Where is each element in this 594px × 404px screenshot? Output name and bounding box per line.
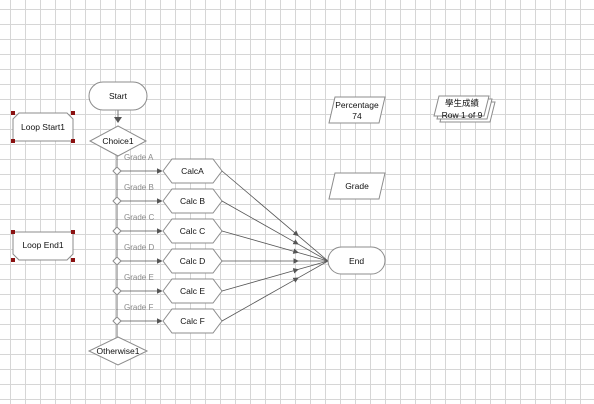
selection-handle[interactable]: [11, 258, 15, 262]
calc-node[interactable]: Calc E: [162, 278, 223, 304]
fan-in-line-tail: [298, 260, 329, 279]
branch-diamond[interactable]: [112, 286, 122, 296]
start-shape[interactable]: [88, 81, 148, 111]
branch-row[interactable]: Grade F Calc F: [112, 303, 223, 334]
calc-node[interactable]: Calc D: [162, 248, 223, 274]
fan-in-connector: [221, 170, 329, 262]
selection-handle[interactable]: [11, 111, 15, 115]
calc-label: Calc C: [180, 226, 206, 236]
start-node[interactable]: Start: [88, 81, 148, 111]
choice-node[interactable]: Choice1: [88, 125, 148, 157]
fan-in-line-tail: [298, 235, 329, 262]
loop-start-label: Loop Start1: [21, 122, 65, 132]
loop-end-label: Loop End1: [22, 240, 63, 250]
calc-node[interactable]: CalcA: [162, 158, 223, 184]
calc-label: Calc E: [180, 286, 205, 296]
connectors: [114, 110, 122, 340]
calc-label: Calc B: [180, 196, 205, 206]
branch-row[interactable]: Grade C Calc C: [112, 213, 223, 244]
branch-row[interactable]: Grade A CalcA: [112, 153, 223, 184]
fan-in-connector: [221, 260, 329, 322]
selection-handle[interactable]: [71, 139, 75, 143]
fan-in-layer: [221, 170, 329, 322]
fan-in-line-tail: [298, 243, 329, 262]
branch-diamond[interactable]: [112, 316, 122, 326]
grade-label: Grade: [345, 181, 369, 191]
percentage-shape[interactable]: [328, 96, 386, 124]
start-label: Start: [109, 91, 128, 101]
branch-diamond[interactable]: [112, 226, 122, 236]
branch-diamond[interactable]: [112, 166, 122, 176]
calc-node[interactable]: Calc F: [162, 308, 223, 334]
branch-diamond[interactable]: [112, 196, 122, 206]
otherwise-shape[interactable]: [87, 336, 149, 366]
branch-label: Grade C: [124, 213, 154, 222]
percentage-node[interactable]: Percentage 74: [328, 96, 386, 124]
grade-node[interactable]: Grade: [328, 172, 386, 200]
branch-row[interactable]: Grade E Calc E: [112, 273, 223, 304]
data-table-title: 學生成績: [445, 98, 480, 108]
loop-end-node[interactable]: Loop End1: [11, 230, 75, 262]
calc-label: Calc D: [180, 256, 206, 266]
fan-in-line-tail: [298, 252, 329, 262]
branch-row[interactable]: Grade D Calc D: [112, 243, 223, 274]
data-table-node[interactable]: 學生成績 Row 1 of 9: [433, 95, 496, 123]
end-node[interactable]: End: [327, 246, 386, 275]
branch-diamond[interactable]: [112, 256, 122, 266]
selection-handle[interactable]: [71, 111, 75, 115]
fan-in-connector: [221, 260, 329, 292]
calc-label: Calc F: [180, 316, 205, 326]
calc-node[interactable]: Calc B: [162, 188, 223, 214]
fan-in-line: [221, 230, 299, 254]
otherwise-node[interactable]: Otherwise1: [87, 336, 149, 366]
branch-label: Grade A: [124, 153, 154, 162]
otherwise-label: Otherwise1: [97, 346, 140, 356]
data-table-rows: Row 1 of 9: [442, 110, 483, 120]
calc-label: CalcA: [181, 166, 204, 176]
branch-label: Grade F: [124, 303, 153, 312]
selection-handle[interactable]: [11, 139, 15, 143]
data-stack-front[interactable]: [433, 95, 490, 117]
branch-label: Grade D: [124, 243, 154, 252]
grade-shape[interactable]: [328, 172, 386, 200]
branch-row[interactable]: Grade B Calc B: [112, 183, 223, 214]
fan-in-line: [221, 200, 299, 245]
fan-in-line: [221, 268, 299, 292]
end-shape[interactable]: [327, 246, 386, 275]
percentage-value: 74: [352, 111, 362, 121]
fan-in-line-tail: [298, 260, 329, 270]
loop-start-node[interactable]: Loop Start1: [11, 111, 75, 143]
choice-shape[interactable]: [88, 125, 148, 157]
branch-label: Grade B: [124, 183, 154, 192]
start-arrow: [114, 117, 122, 123]
branch-label: Grade E: [124, 273, 154, 282]
calc-node[interactable]: Calc C: [162, 218, 223, 244]
fan-in-line: [221, 170, 299, 237]
choice-label: Choice1: [102, 136, 133, 146]
fan-in-line: [221, 277, 299, 322]
fan-in-connector: [221, 200, 329, 262]
selection-handle[interactable]: [11, 230, 15, 234]
percentage-label: Percentage: [335, 100, 379, 110]
selection-handle[interactable]: [71, 230, 75, 234]
selection-handle[interactable]: [71, 258, 75, 262]
end-label: End: [349, 256, 364, 266]
fan-in-connector: [221, 230, 329, 262]
